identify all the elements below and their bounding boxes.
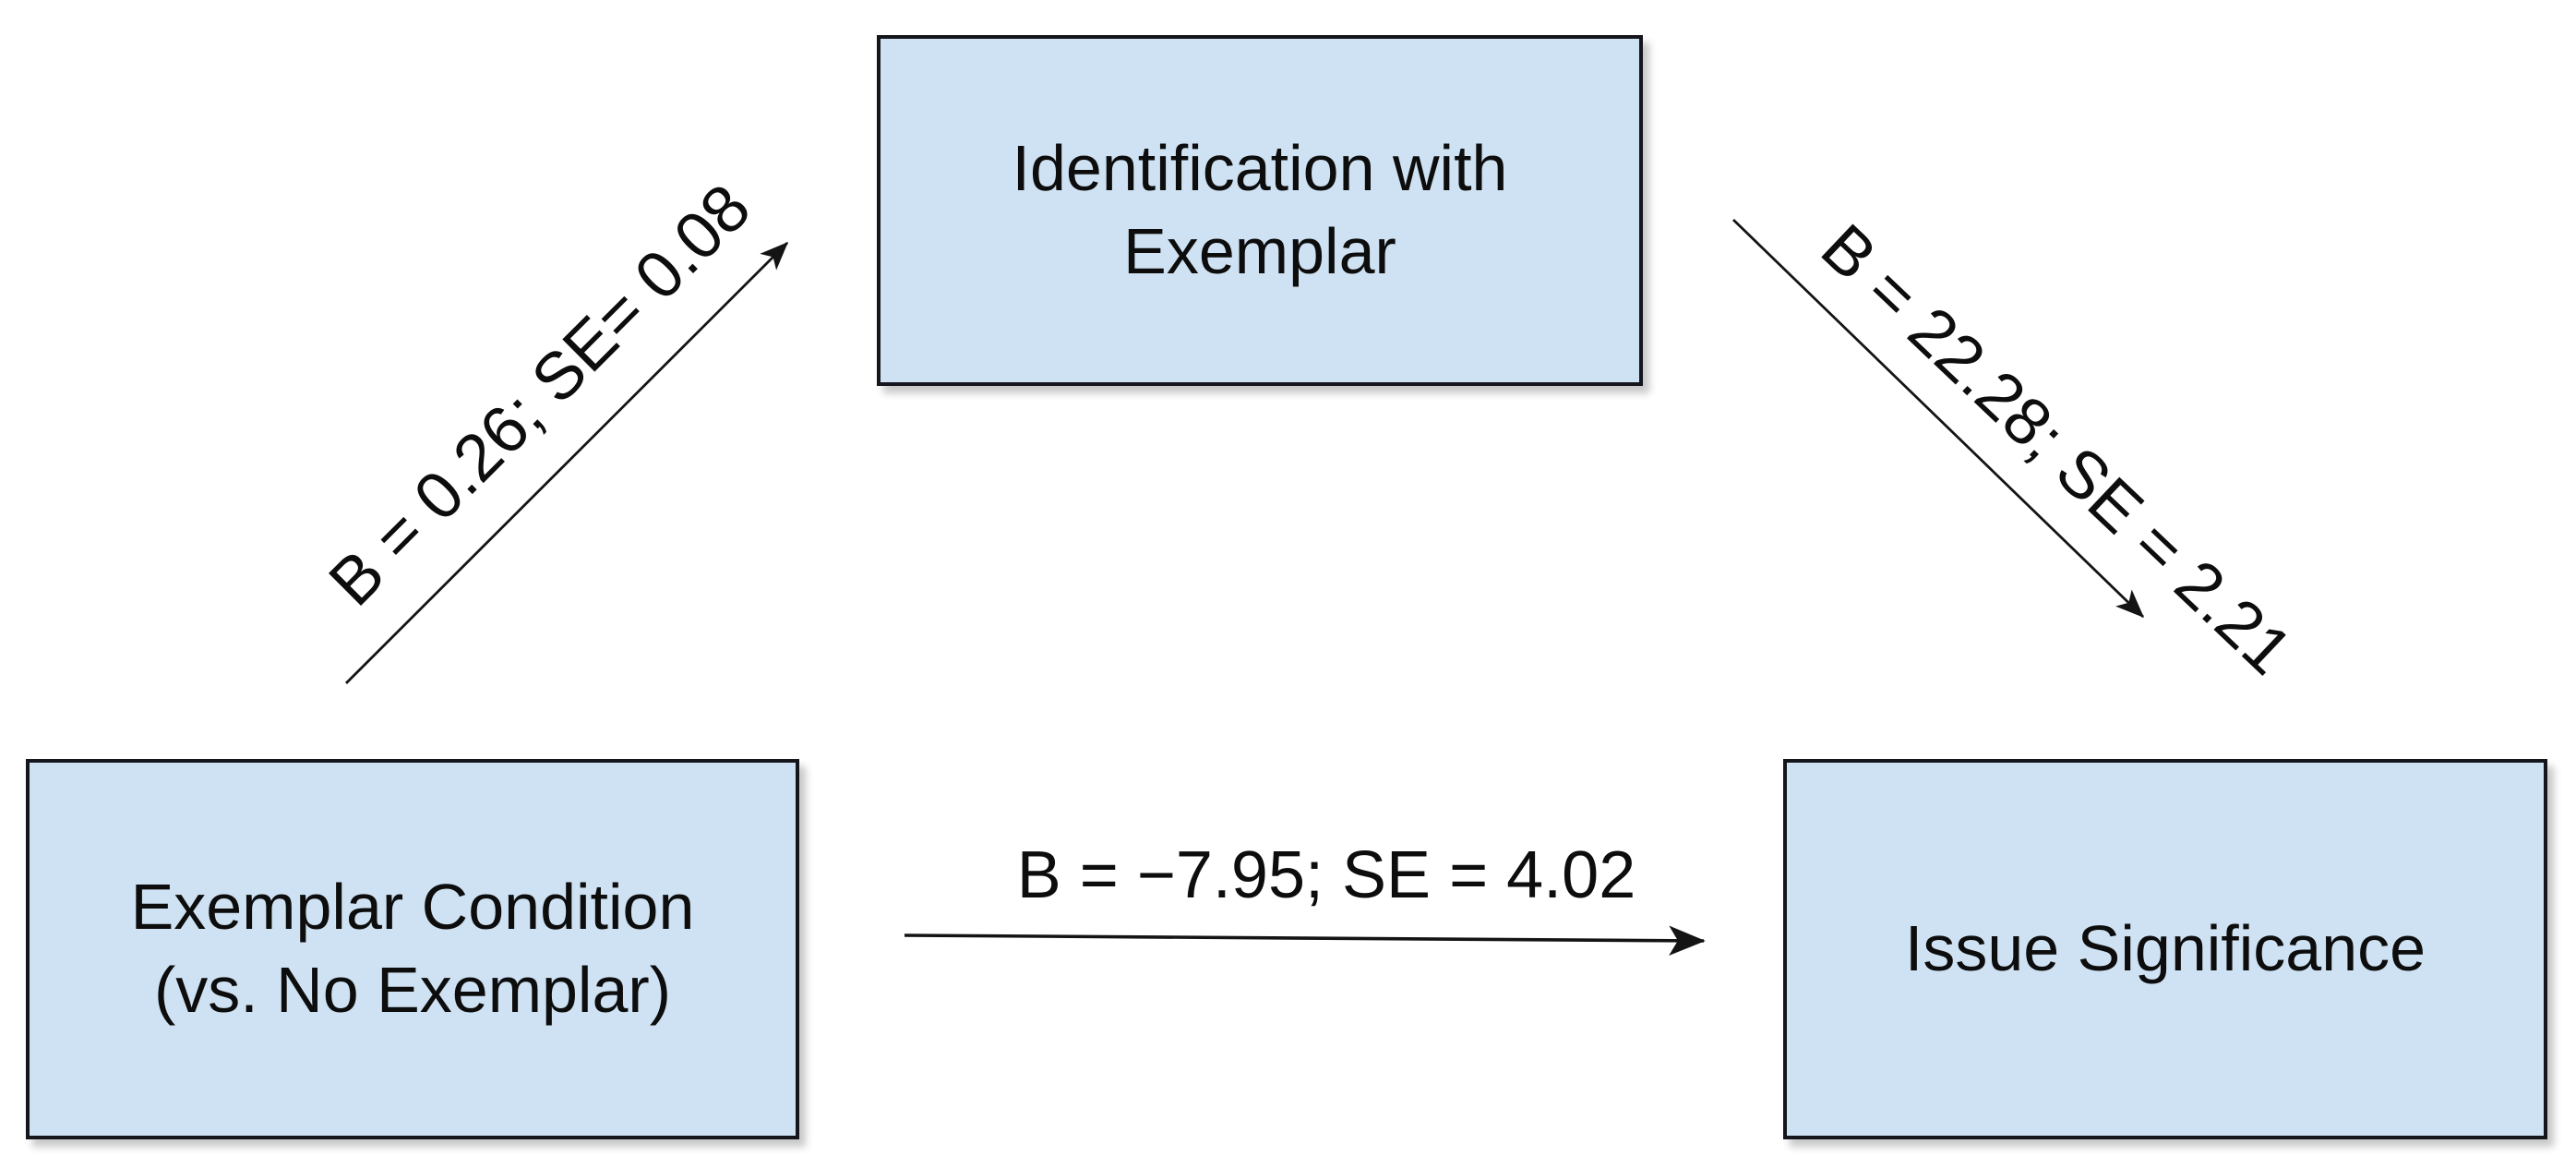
node-predictor-label-line2: (vs. No Exemplar) xyxy=(153,954,672,1026)
node-outcome: Issue Significance xyxy=(1783,759,2547,1139)
arrow-predictor-to-outcome xyxy=(904,925,1706,956)
path-label-predictor-to-outcome: B = −7.95; SE = 4.02 xyxy=(1016,838,1636,912)
node-mediator-label-line2: Exemplar xyxy=(1123,215,1396,287)
node-mediator-label-line1: Identification with xyxy=(1012,132,1508,205)
node-predictor: Exemplar Condition (vs. No Exemplar) xyxy=(26,759,799,1139)
arrow-mediator-to-outcome xyxy=(1732,218,2145,619)
arrow-predictor-to-mediator xyxy=(345,242,788,684)
node-mediator: Identification with Exemplar xyxy=(877,35,1643,386)
node-outcome-label-line1: Issue Significance xyxy=(1904,912,2426,985)
node-predictor-label-line1: Exemplar Condition xyxy=(130,871,695,944)
